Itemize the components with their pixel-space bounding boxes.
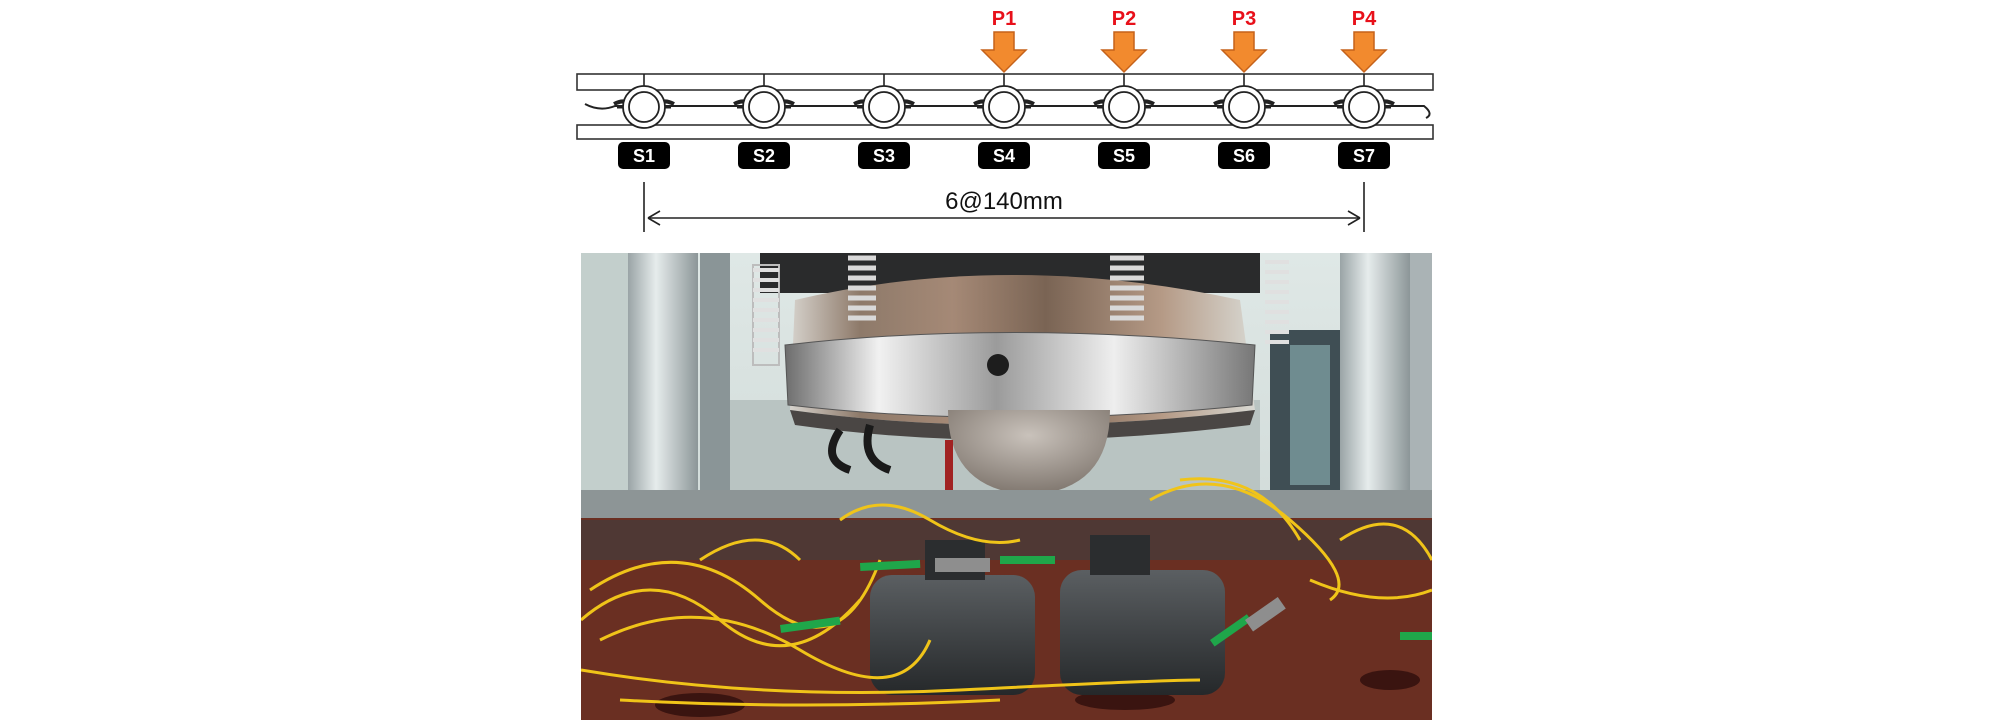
load-arrow-icon: P2 [1100, 8, 1148, 74]
sensor-badge: S2 [738, 142, 790, 169]
machine-column-right [1340, 253, 1410, 503]
red-rod [945, 440, 953, 495]
steel-connectors [935, 558, 1286, 632]
spring-center-right [1110, 255, 1144, 321]
green-connectors [780, 556, 1432, 647]
loading-dome [948, 410, 1110, 495]
steel-plate [581, 490, 1432, 520]
spacing-label: 6@140mm [945, 188, 1063, 215]
spring-center-left [848, 255, 876, 321]
spacing-dimension: 6@140mm [643, 182, 1365, 232]
spring-left [752, 264, 780, 366]
sensor-label: S7 [1353, 146, 1375, 166]
load-label: P3 [1232, 8, 1256, 30]
sensor-label: S3 [873, 146, 895, 166]
loading-ring [784, 332, 1256, 418]
sensor-node [1213, 74, 1275, 129]
load-arrow-icon: P3 [1220, 8, 1268, 74]
load-label: P1 [992, 8, 1016, 30]
sensor-node [733, 74, 795, 129]
sensor-node [613, 74, 675, 129]
spring-right [1265, 260, 1289, 344]
machine-column-right-edge [1410, 253, 1432, 513]
plate-hole [655, 693, 745, 717]
sensor-node [1333, 74, 1395, 129]
dimension-arrow-right-icon [1347, 210, 1361, 226]
sensor-label: S6 [1233, 146, 1255, 166]
sensor-badge: S1 [618, 142, 670, 169]
sensor-label: S1 [633, 146, 655, 166]
load-label: P2 [1112, 8, 1136, 30]
bolt-nut-right [1090, 535, 1150, 575]
sensor-badge: S4 [978, 142, 1030, 169]
plate-hole [1360, 670, 1420, 690]
sensor-node [1093, 74, 1155, 129]
window-pane [1290, 345, 1330, 485]
sensor-label: S5 [1113, 146, 1135, 166]
sensor-badge: S3 [858, 142, 910, 169]
dimension-arrow-left-icon [647, 210, 661, 226]
sensor-badge: S6 [1218, 142, 1270, 169]
load-arrow-icon: P1 [980, 8, 1028, 74]
hydraulic-hose [828, 423, 892, 474]
machine-column-left-inner [700, 253, 730, 503]
support-block-right [1060, 570, 1225, 695]
sensor-label: S4 [993, 146, 1015, 166]
machine-column-left [628, 253, 698, 503]
test-rig-photo [581, 253, 1432, 720]
sensor-label: S2 [753, 146, 775, 166]
sensor-node [853, 74, 915, 129]
sensor-badge: S7 [1338, 142, 1390, 169]
beam-schematic: P1 P2 P3 P4 S1 S2 S3 S4 S5 S6 S7 6@140mm [576, 8, 1434, 232]
sensor-node [973, 74, 1035, 129]
fiber-cables [581, 477, 1432, 707]
load-label: P4 [1352, 8, 1377, 30]
sensor-badge: S5 [1098, 142, 1150, 169]
support-block-left [870, 575, 1035, 695]
ring-bolt-hole [987, 354, 1009, 376]
load-arrow-icon: P4 [1340, 8, 1388, 74]
